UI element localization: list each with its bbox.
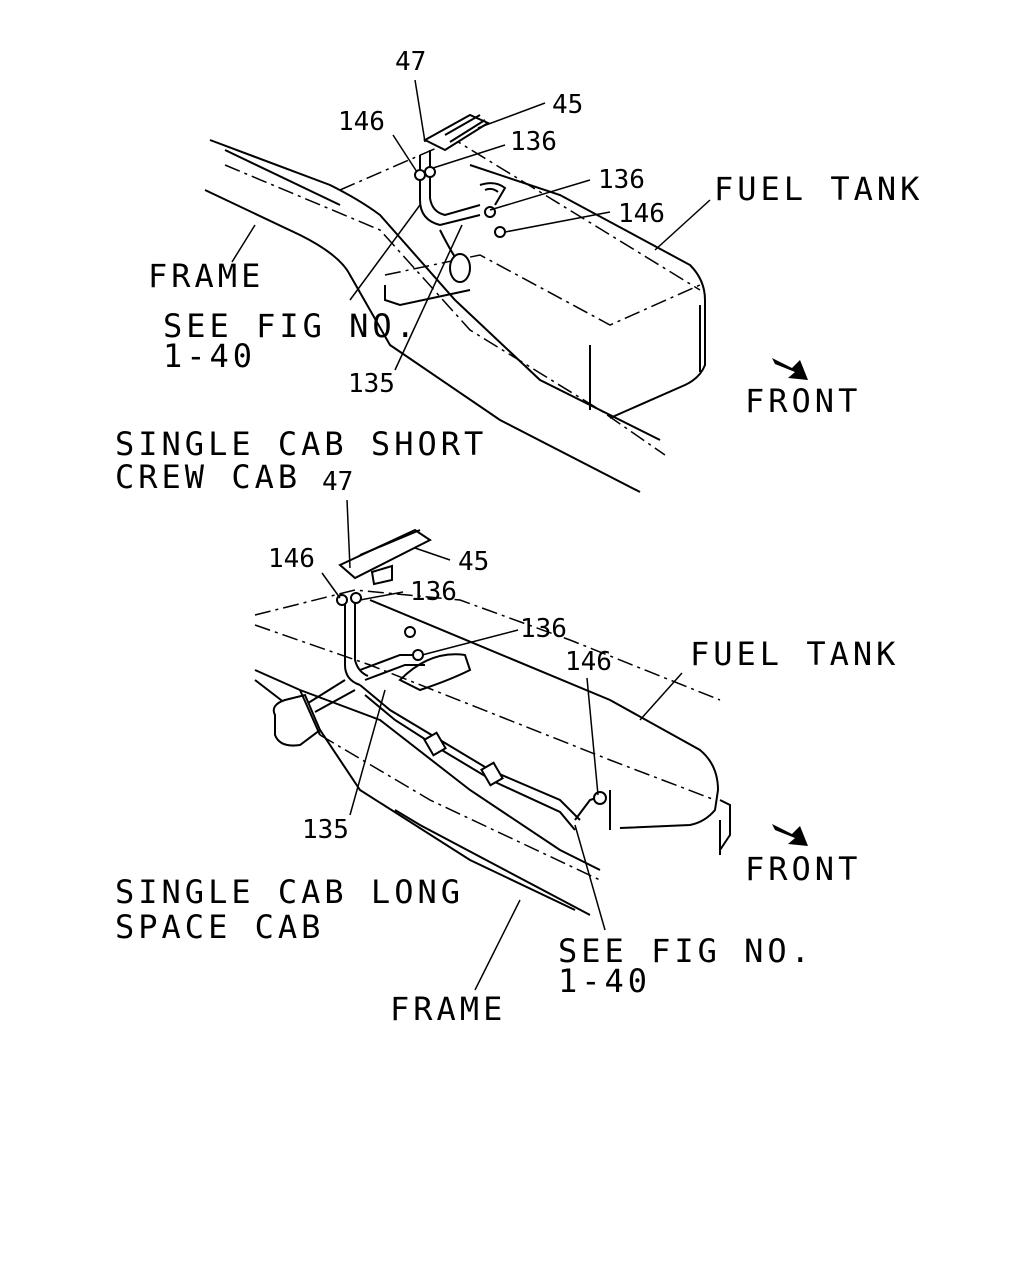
top-caption-line1: SINGLE CAB SHORT (115, 425, 487, 463)
top-caption-line2: CREW CAB (115, 458, 301, 496)
bottom-callout-146a: 146 (268, 544, 315, 574)
top-see-fig-line2: 1-40 (163, 337, 256, 375)
bottom-caption-line1: SINGLE CAB LONG (115, 873, 464, 911)
bottom-fuel-tank-label: FUEL TANK (690, 635, 899, 673)
bottom-see-fig-line2: 1-40 (558, 962, 651, 1000)
bottom-callout-45: 45 (458, 547, 489, 577)
top-callout-47: 47 (395, 47, 426, 77)
top-callout-45: 45 (552, 90, 583, 120)
bottom-see-fig-line1: SEE FIG NO. (558, 932, 814, 970)
bottom-leaders (321, 499, 683, 991)
bottom-callout-136b: 136 (520, 614, 567, 644)
top-see-fig-line1: SEE FIG NO. (163, 307, 419, 345)
bottom-frame-label: FRAME (390, 990, 506, 1028)
top-front-arrow-icon (772, 358, 808, 380)
top-leaders (231, 79, 711, 371)
top-callout-146b: 146 (618, 199, 665, 229)
top-fuel-tank (339, 139, 706, 419)
top-front-label: FRONT (745, 382, 861, 420)
bottom-front-label: FRONT (745, 850, 861, 888)
top-frame-rails (204, 139, 666, 493)
bottom-callout-146b: 146 (565, 647, 612, 677)
top-hoses (414, 113, 507, 283)
top-fuel-tank-label: FUEL TANK (714, 170, 923, 208)
bottom-callout-135: 135 (302, 815, 349, 845)
top-callout-135: 135 (348, 369, 395, 399)
bottom-callout-47: 47 (322, 467, 353, 497)
bottom-view: 47 45 146 136 136 146 135 FUEL TANK FRON… (115, 467, 899, 1028)
top-callout-136b: 136 (598, 165, 645, 195)
bottom-callout-136a: 136 (410, 577, 457, 607)
bottom-caption-line2: SPACE CAB (115, 908, 324, 946)
bottom-hoses (272, 528, 607, 831)
bottom-fuel-tank (254, 589, 731, 855)
top-frame-label: FRAME (148, 257, 264, 295)
top-callout-146a: 146 (338, 107, 385, 137)
bottom-front-arrow-icon (772, 824, 808, 846)
top-callout-136a: 136 (510, 127, 557, 157)
top-view: 47 45 146 136 136 146 135 FUEL TANK FRAM… (115, 47, 923, 496)
